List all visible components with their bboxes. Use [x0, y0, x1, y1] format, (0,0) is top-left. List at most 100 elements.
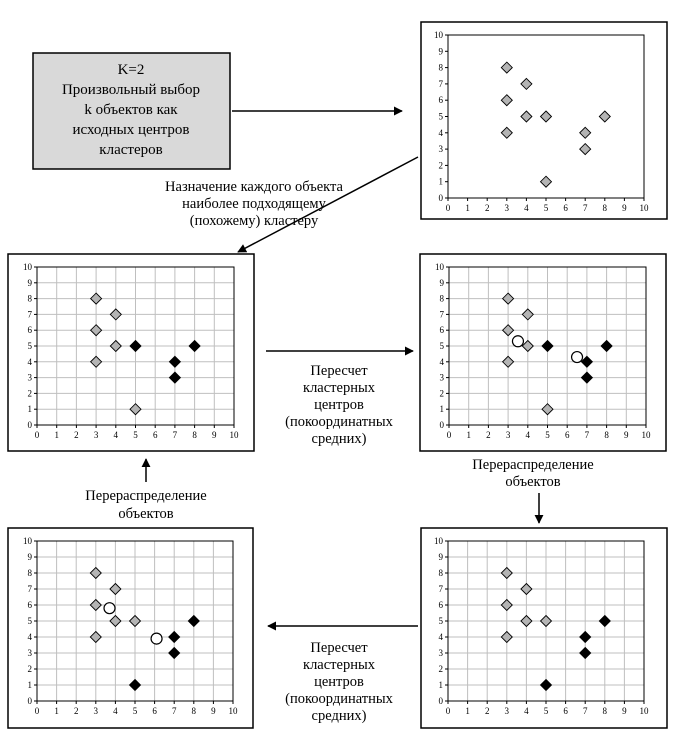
x-tick-label: 7 — [172, 706, 177, 716]
cluster-2-point — [168, 355, 182, 368]
y-tick-label: 2 — [440, 388, 445, 398]
cluster-1-point — [541, 403, 554, 416]
caption-recalc-2-line-1: Пересчет — [310, 640, 368, 656]
x-tick-label: 10 — [640, 706, 650, 716]
x-tick-label: 4 — [113, 706, 118, 716]
cluster-1-point — [89, 355, 103, 368]
cluster-1-point — [500, 598, 513, 612]
x-tick-label: 6 — [565, 430, 570, 440]
x-tick-label: 2 — [485, 706, 490, 716]
cluster-1-point — [501, 324, 515, 337]
y-tick-label: 7 — [439, 79, 444, 89]
x-tick-label: 9 — [212, 430, 217, 440]
x-tick-label: 0 — [35, 706, 40, 716]
start-box-line-1: K=2 — [118, 62, 145, 78]
caption-redistribute-2-line-2: объектов — [118, 506, 173, 522]
x-tick-label: 4 — [526, 430, 531, 440]
x-tick-label: 5 — [133, 706, 138, 716]
cluster-2-point — [579, 630, 592, 644]
y-tick-label: 5 — [28, 341, 33, 351]
y-tick-label: 4 — [439, 632, 444, 642]
y-tick-label: 9 — [440, 278, 445, 288]
y-tick-label: 1 — [440, 404, 445, 414]
plot-frame — [419, 253, 667, 452]
plot-frame — [420, 527, 668, 729]
cluster-1-point — [89, 324, 103, 337]
y-tick-label: 6 — [28, 600, 33, 610]
cluster-1-point — [579, 142, 592, 156]
plot-frame — [7, 527, 254, 729]
x-tick-label: 0 — [446, 706, 451, 716]
x-tick-label: 0 — [447, 430, 452, 440]
x-tick-label: 3 — [94, 430, 99, 440]
cluster-1-point — [520, 110, 533, 123]
y-tick-label: 8 — [28, 568, 33, 578]
y-tick-label: 3 — [439, 648, 444, 658]
caption-recalc-1-line-5: средних) — [312, 431, 367, 447]
caption-assign-line-3: (похожему) кластеру — [190, 213, 319, 229]
cluster-center-point — [103, 602, 116, 615]
y-tick-label: 2 — [28, 664, 33, 674]
x-tick-label: 7 — [173, 430, 178, 440]
caption-recalc-1-line-1: Пересчет — [310, 363, 368, 379]
y-tick-label: 2 — [439, 664, 444, 674]
y-tick-label: 4 — [28, 357, 33, 367]
cluster-1-point — [109, 582, 122, 596]
y-tick-label: 3 — [440, 373, 445, 383]
cluster-1-point — [598, 110, 611, 123]
x-tick-label: 3 — [506, 430, 511, 440]
x-tick-label: 2 — [485, 203, 490, 213]
x-tick-label: 10 — [229, 706, 239, 716]
y-tick-label: 1 — [439, 177, 444, 187]
cluster-2-point — [579, 646, 592, 660]
x-tick-label: 3 — [505, 706, 510, 716]
arrow-initial-to-assigned — [237, 156, 419, 253]
start-box: K=2 Произвольный выбор k объектов как ис… — [32, 52, 231, 170]
y-tick-label: 7 — [439, 584, 444, 594]
y-tick-label: 3 — [28, 648, 33, 658]
x-tick-label: 9 — [622, 203, 627, 213]
cluster-1-point — [89, 630, 102, 644]
x-tick-label: 7 — [583, 203, 588, 213]
x-tick-label: 10 — [642, 430, 652, 440]
cluster-1-point — [109, 308, 122, 321]
y-tick-label: 2 — [439, 160, 444, 170]
y-tick-label: 4 — [28, 632, 33, 642]
y-tick-label: 5 — [439, 616, 444, 626]
x-tick-label: 6 — [153, 430, 158, 440]
cluster-1-point — [500, 566, 513, 580]
caption-recalc-1: Пересчет кластерных центров (покоординат… — [285, 363, 394, 447]
caption-assign: Назначение каждого объекта наиболее подх… — [165, 179, 343, 229]
x-tick-label: 3 — [94, 706, 99, 716]
start-box-line-4: исходных центров — [72, 122, 189, 138]
y-tick-label: 9 — [28, 278, 33, 288]
y-tick-label: 10 — [23, 536, 33, 546]
x-tick-label: 10 — [230, 430, 240, 440]
y-tick-label: 1 — [28, 680, 33, 690]
cluster-1-point — [500, 126, 513, 139]
caption-recalc-2-line-2: кластерных — [303, 657, 376, 673]
cluster-2-point — [128, 678, 142, 692]
x-tick-label: 8 — [603, 706, 608, 716]
y-tick-label: 9 — [28, 552, 33, 562]
y-tick-label: 4 — [439, 128, 444, 138]
caption-recalc-1-line-2: кластерных — [303, 380, 376, 396]
x-tick-label: 4 — [114, 430, 119, 440]
y-tick-label: 9 — [439, 46, 444, 56]
y-tick-label: 8 — [439, 568, 444, 578]
y-tick-label: 10 — [435, 262, 445, 272]
cluster-1-point — [128, 614, 142, 628]
x-tick-label: 3 — [505, 203, 510, 213]
x-tick-label: 5 — [545, 430, 550, 440]
x-tick-label: 10 — [640, 203, 650, 213]
x-tick-label: 2 — [486, 430, 491, 440]
x-tick-label: 0 — [446, 203, 451, 213]
x-tick-label: 6 — [563, 706, 568, 716]
caption-recalc-2-line-4: (покоординатных — [285, 691, 394, 707]
y-tick-label: 5 — [440, 341, 445, 351]
y-tick-label: 0 — [439, 696, 444, 706]
caption-recalc-1-line-4: (покоординатных — [285, 414, 394, 430]
cluster-1-point — [579, 126, 592, 139]
